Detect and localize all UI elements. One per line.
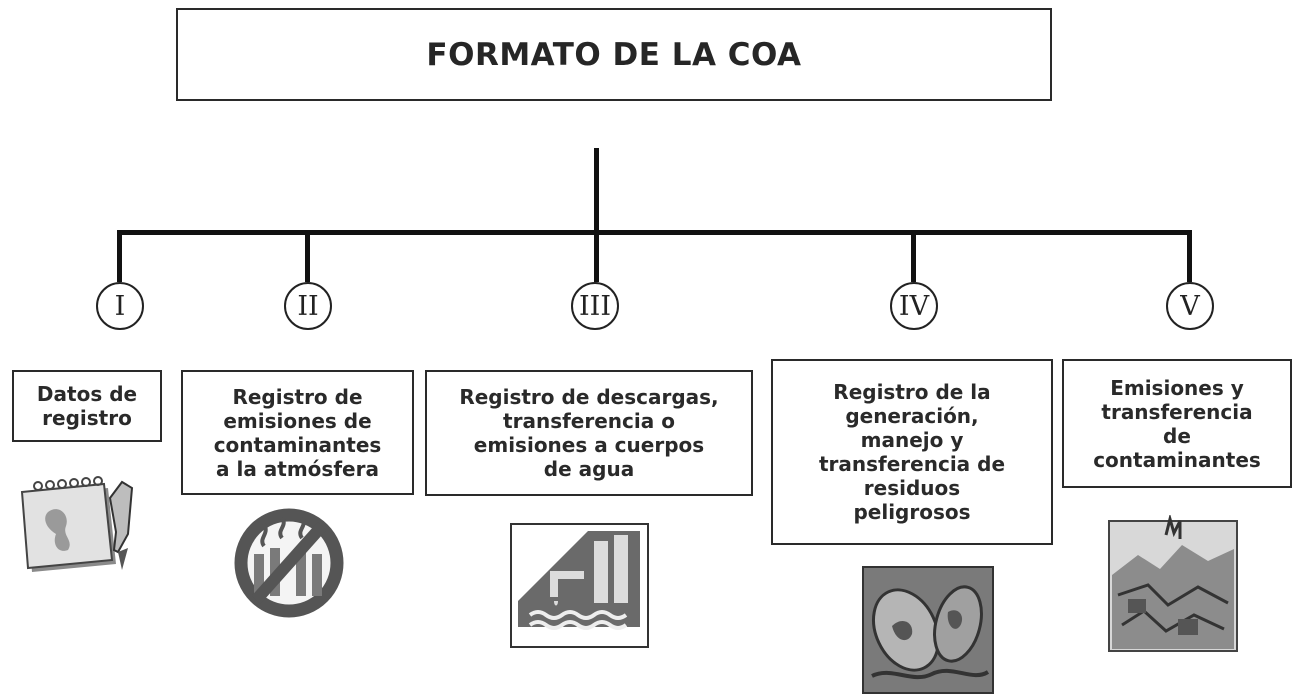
section-label-4: Registro de la generación, manejo y tran… bbox=[818, 380, 1006, 524]
numeral-circle-3: III bbox=[571, 282, 619, 330]
trunk-line bbox=[594, 148, 599, 232]
numeral-circle-1: I bbox=[96, 282, 144, 330]
contaminant-pile-icon bbox=[1108, 515, 1238, 652]
diagram-title: FORMATO DE LA COA bbox=[426, 36, 802, 73]
section-box-5: Emisiones y transferencia de contaminant… bbox=[1062, 359, 1292, 488]
numeral-circle-2: II bbox=[284, 282, 332, 330]
numeral-circle-5: V bbox=[1166, 282, 1214, 330]
branch-line-4 bbox=[911, 230, 916, 282]
notebook-pen-icon bbox=[20, 476, 134, 572]
section-box-3: Registro de descargas, transferencia o e… bbox=[425, 370, 753, 496]
section-box-1: Datos de registro bbox=[12, 370, 162, 442]
section-label-5: Emisiones y transferencia de contaminant… bbox=[1093, 375, 1261, 472]
section-box-2: Registro de emisiones de contaminantes a… bbox=[181, 370, 414, 495]
section-label-2: Registro de emisiones de contaminantes a… bbox=[213, 384, 382, 481]
numeral-circle-4: IV bbox=[890, 282, 938, 330]
title-box: FORMATO DE LA COA bbox=[176, 8, 1052, 101]
section-label-1: Datos de registro bbox=[36, 382, 138, 430]
branch-line-1 bbox=[117, 230, 122, 282]
no-emissions-icon bbox=[234, 508, 344, 618]
hazardous-waste-icon bbox=[862, 566, 994, 694]
branch-line-5 bbox=[1187, 230, 1192, 282]
branch-line-3 bbox=[594, 230, 599, 282]
water-discharge-icon bbox=[510, 523, 649, 648]
branch-line-2 bbox=[305, 230, 310, 282]
section-box-4: Registro de la generación, manejo y tran… bbox=[771, 359, 1053, 545]
horizontal-bar bbox=[117, 230, 1192, 235]
section-label-3: Registro de descargas, transferencia o e… bbox=[459, 385, 719, 481]
